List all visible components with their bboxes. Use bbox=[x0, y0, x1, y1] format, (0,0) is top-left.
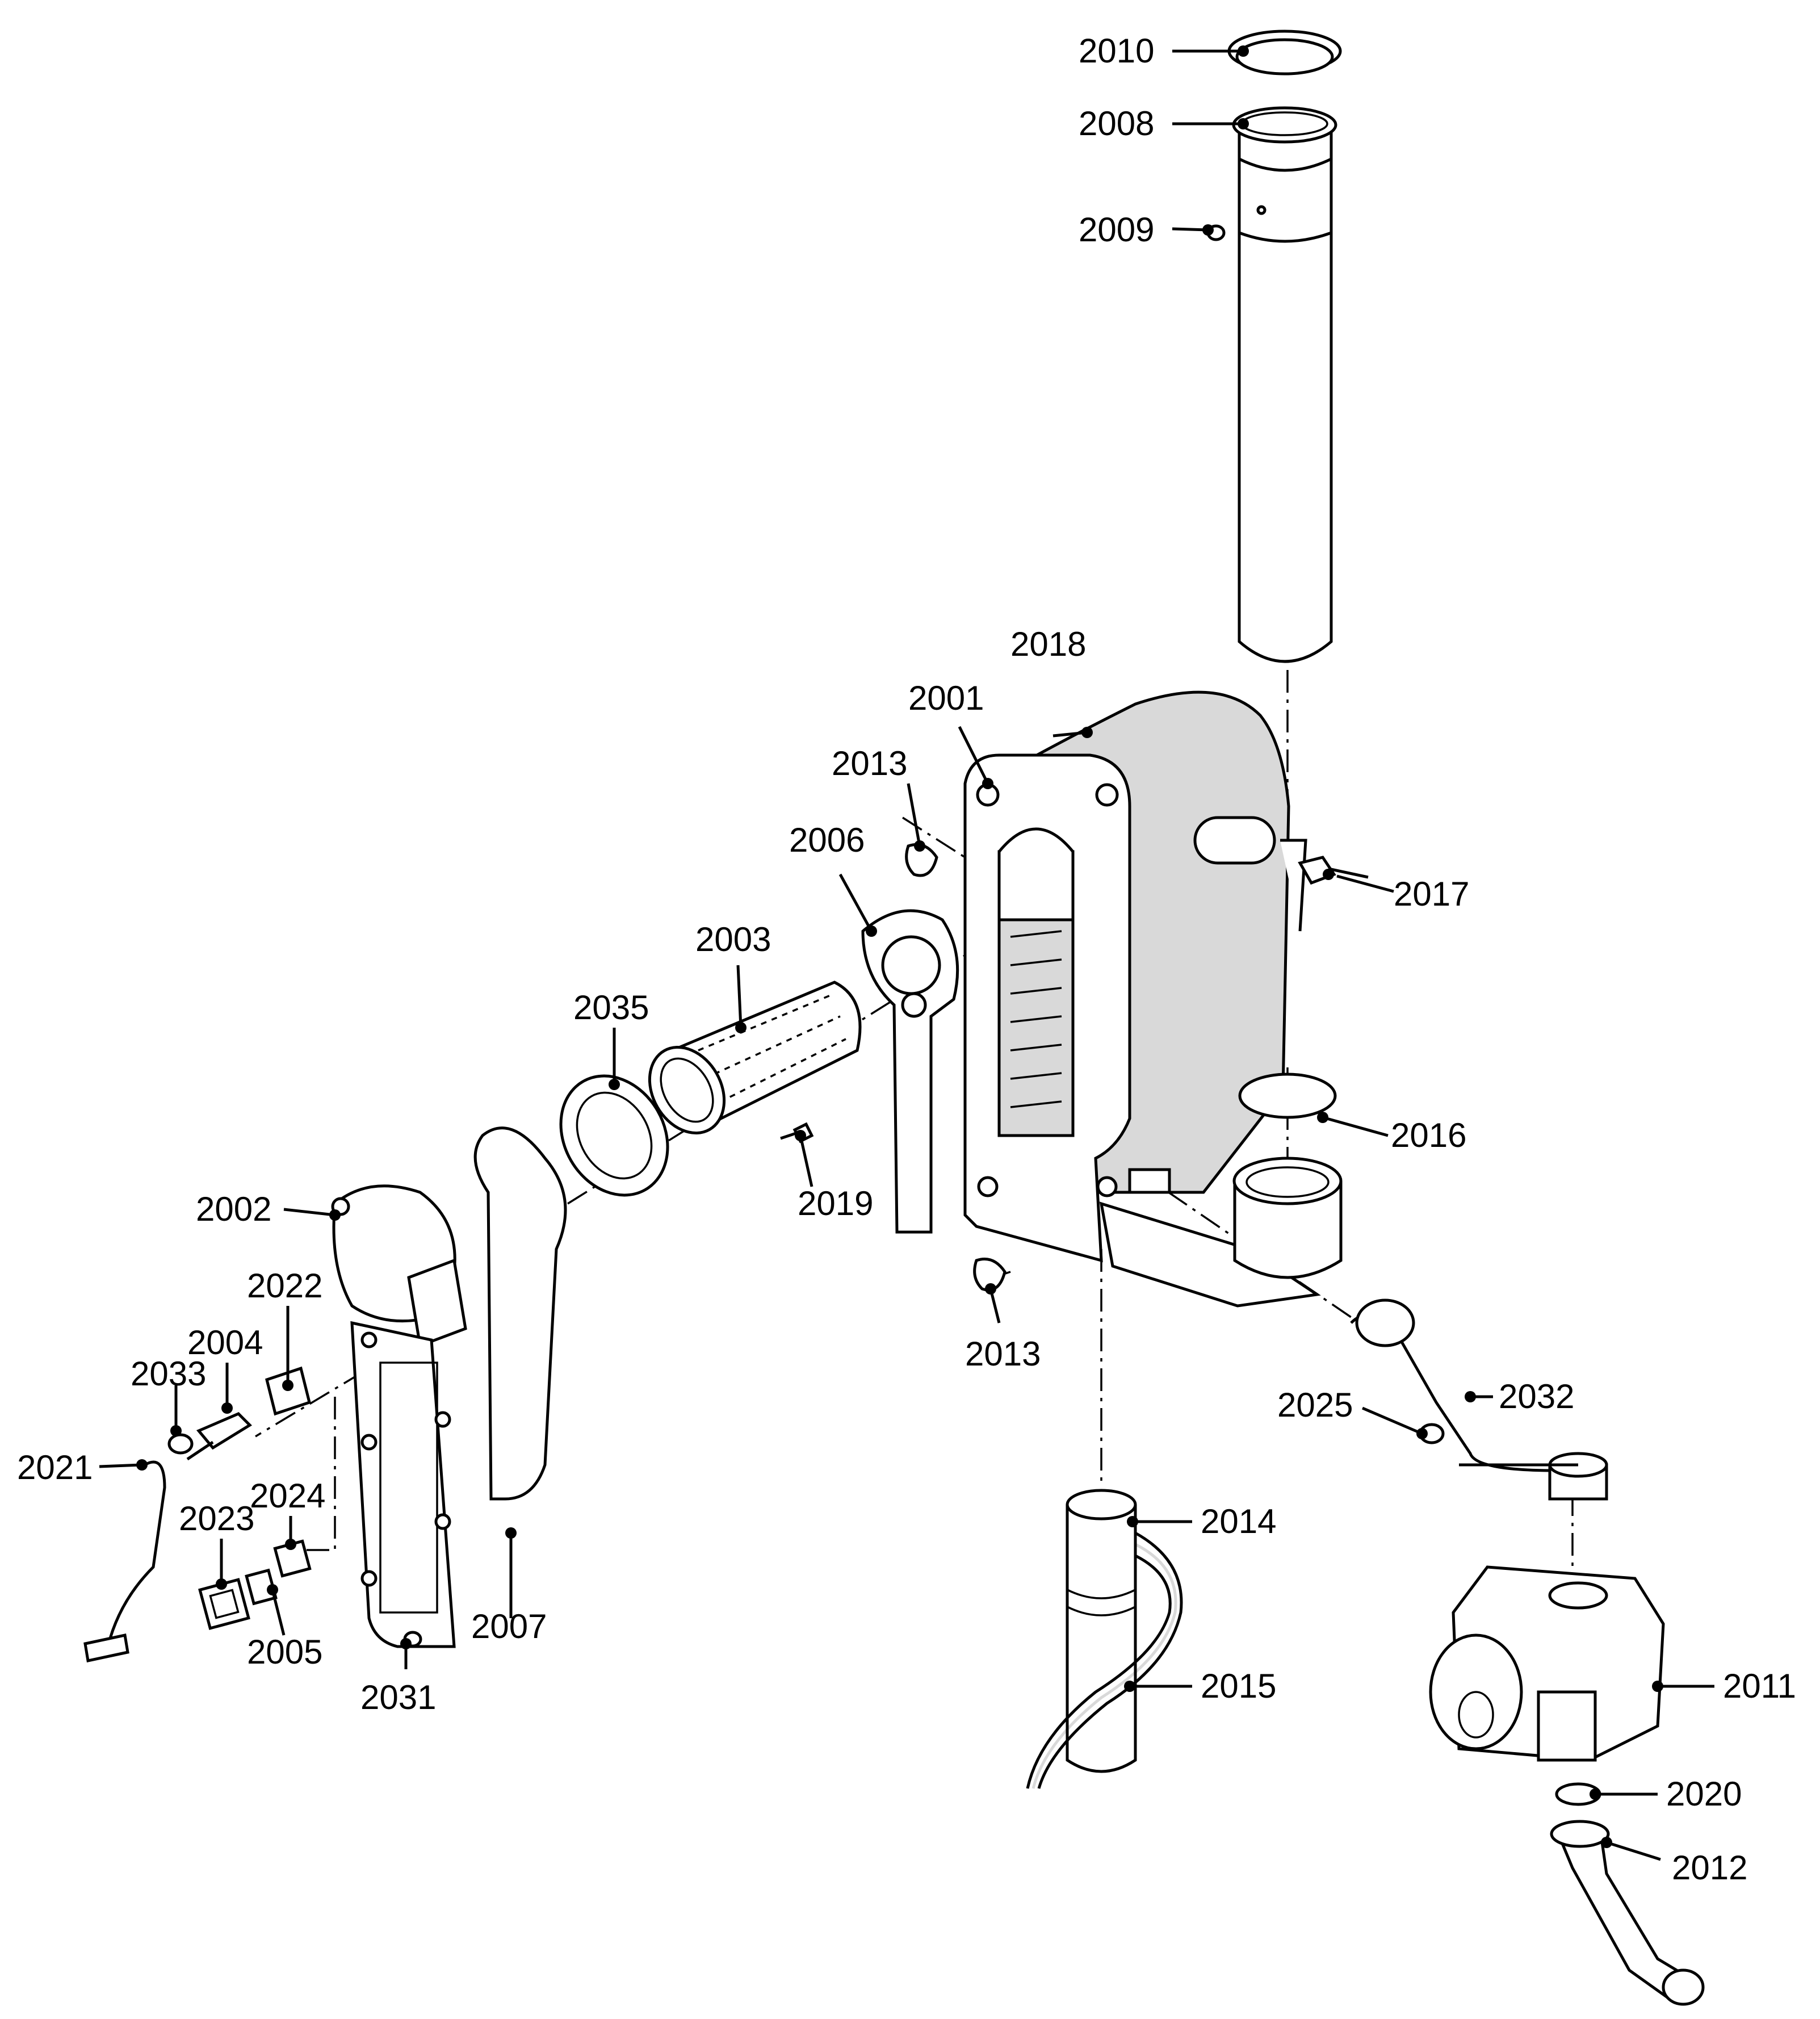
part-2011-pump bbox=[1429, 1565, 1665, 1762]
part-2012-pipe bbox=[1550, 1820, 1705, 2006]
label-2023: 2023 bbox=[179, 1499, 254, 1538]
label-2001: 2001 bbox=[908, 679, 984, 717]
leader-lines bbox=[99, 49, 1714, 1861]
heat-exchanger-fins bbox=[1010, 930, 1062, 1108]
label-2022: 2022 bbox=[247, 1267, 322, 1305]
label-2018: 2018 bbox=[1010, 625, 1086, 663]
label-2031: 2031 bbox=[360, 1678, 436, 1716]
part-2010-seal-ring bbox=[1235, 38, 1334, 76]
part-2002-burner-door bbox=[331, 1184, 467, 1648]
label-2013-top: 2013 bbox=[832, 744, 907, 782]
label-2015: 2015 bbox=[1201, 1667, 1276, 1705]
label-2002: 2002 bbox=[196, 1190, 271, 1228]
label-2009: 2009 bbox=[1079, 211, 1154, 249]
label-2016: 2016 bbox=[1391, 1116, 1466, 1154]
label-2008: 2008 bbox=[1079, 104, 1154, 143]
label-2007: 2007 bbox=[471, 1607, 547, 1645]
part-2006-gasket bbox=[861, 909, 959, 1234]
label-2006: 2006 bbox=[789, 821, 865, 859]
label-2010: 2010 bbox=[1079, 32, 1154, 70]
part-2035-insulation-disc bbox=[559, 1074, 669, 1197]
part-2015-hose bbox=[1031, 1543, 1177, 1789]
part-2021-cable bbox=[106, 1460, 166, 1647]
label-2019: 2019 bbox=[798, 1184, 873, 1222]
part-2016-seal-ring bbox=[1238, 1073, 1337, 1119]
label-2013-bottom: 2013 bbox=[965, 1335, 1041, 1373]
part-2033-washer bbox=[167, 1433, 194, 1455]
part-2032-pipe bbox=[1350, 1298, 1608, 1501]
label-2032: 2032 bbox=[1499, 1377, 1574, 1415]
label-2033: 2033 bbox=[131, 1355, 206, 1393]
part-2014-siphon bbox=[1066, 1489, 1137, 1773]
spigot-outlet bbox=[1232, 1157, 1343, 1279]
part-2003-burner-tube bbox=[648, 981, 862, 1134]
label-2012: 2012 bbox=[1672, 1849, 1747, 1887]
label-2017: 2017 bbox=[1394, 875, 1469, 913]
label-2025: 2025 bbox=[1277, 1386, 1353, 1424]
label-2035: 2035 bbox=[573, 988, 649, 1027]
part-labels: 2010 2008 2009 2018 2001 2013 2006 2017 … bbox=[17, 32, 1796, 1887]
part-2013-clip-bottom bbox=[973, 1258, 1007, 1292]
label-2024: 2024 bbox=[250, 1477, 325, 1515]
part-2001-heat-exchanger bbox=[963, 753, 1321, 1308]
part-2008-flue-pipe bbox=[1227, 30, 1342, 663]
part-2017-screw bbox=[1298, 856, 1369, 885]
part-2022-gasket bbox=[265, 1366, 311, 1416]
part-2005-gasket bbox=[245, 1568, 278, 1606]
label-2003: 2003 bbox=[695, 920, 771, 958]
part-2007-gasket bbox=[473, 1126, 567, 1501]
label-2011: 2011 bbox=[1723, 1667, 1796, 1705]
label-2014: 2014 bbox=[1201, 1502, 1276, 1540]
label-2005: 2005 bbox=[247, 1633, 322, 1671]
leader-dots bbox=[136, 45, 1663, 1848]
part-2004-electrode bbox=[186, 1412, 253, 1461]
label-2004: 2004 bbox=[187, 1323, 263, 1362]
label-2020: 2020 bbox=[1666, 1775, 1742, 1813]
label-2021: 2021 bbox=[17, 1448, 93, 1486]
